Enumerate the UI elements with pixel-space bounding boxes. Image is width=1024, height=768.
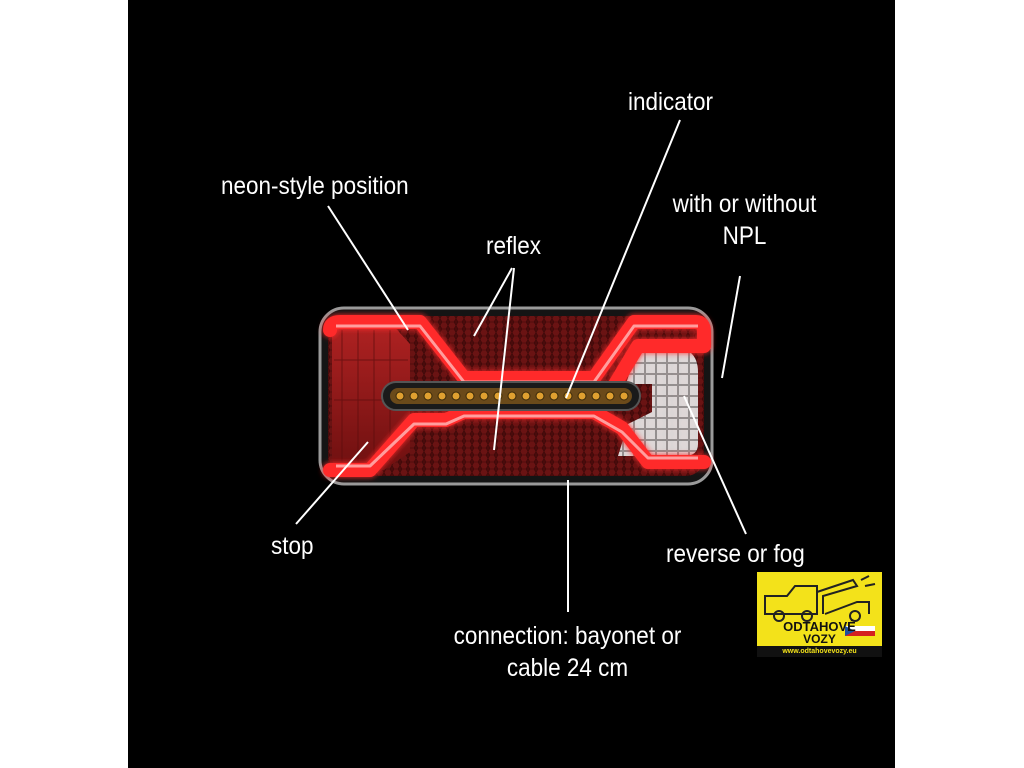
- label-stop: stop: [271, 532, 314, 560]
- label-reflex: reflex: [486, 232, 542, 260]
- label-connection-line1: connection: bayonet or: [453, 622, 682, 650]
- leader-stop: [295, 441, 369, 525]
- logo-name-line2: VOZY: [803, 632, 836, 646]
- label-neon-position: neon-style position: [221, 172, 409, 200]
- leader-reflex-lower: [493, 267, 515, 451]
- company-logo: ODTAHOVÉ VOZY www.odtahovevozy.eu: [757, 572, 882, 657]
- tow-truck-icon: [764, 575, 876, 636]
- leader-indicator: [565, 119, 681, 399]
- label-reverse-fog: reverse or fog: [666, 540, 805, 568]
- indicator-leds: [395, 391, 629, 401]
- leader-npl: [721, 275, 741, 379]
- leader-reverse-fog: [683, 395, 747, 535]
- leader-reflex-upper: [473, 267, 513, 337]
- logo-name-line1: ODTAHOVÉ: [783, 619, 856, 634]
- label-connection-line2: cable 24 cm: [506, 654, 629, 682]
- diagram-canvas: indicator neon-style position reflex wit…: [128, 0, 895, 768]
- label-indicator: indicator: [628, 88, 714, 116]
- reverse-fog-lamp: [618, 346, 698, 456]
- logo-url: www.odtahovevozy.eu: [757, 646, 882, 657]
- label-npl-line2: NPL: [722, 222, 767, 250]
- tail-lamp-illustration: [295, 119, 747, 612]
- label-npl-line1: with or without: [672, 190, 817, 218]
- leader-neon-position: [327, 205, 409, 331]
